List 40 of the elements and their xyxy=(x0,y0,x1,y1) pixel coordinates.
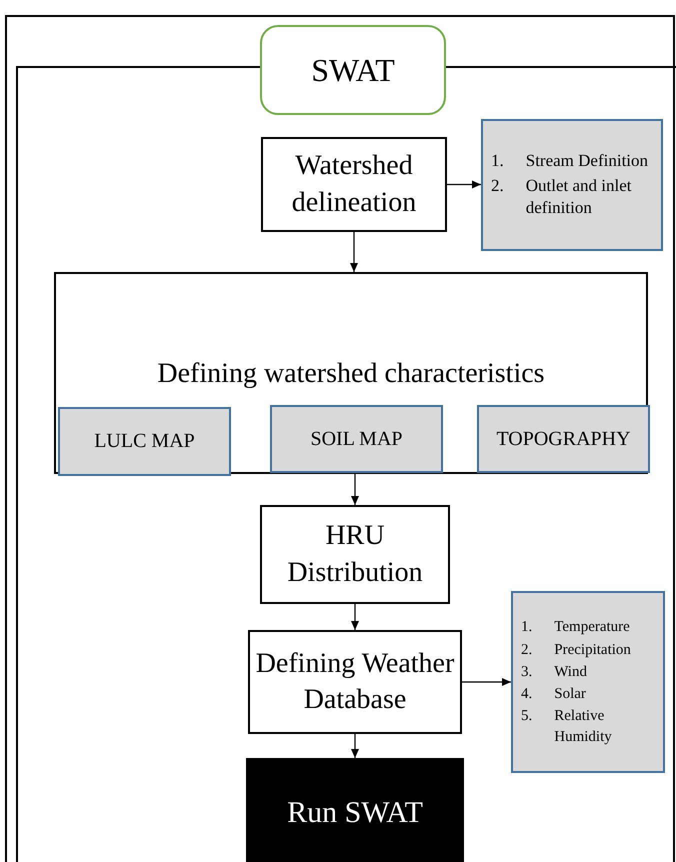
list-item: Wind xyxy=(554,662,588,682)
input-box xyxy=(477,405,650,473)
arrow xyxy=(462,678,511,686)
node-label: Watershed delineation xyxy=(290,149,418,220)
node-label: SWAT xyxy=(311,52,395,88)
node-label: Defining watershed characteristics xyxy=(157,358,545,390)
list-number: 5. xyxy=(521,707,532,726)
node-label: LULC MAP xyxy=(94,430,195,453)
arrow xyxy=(351,604,359,630)
note-box xyxy=(511,591,665,773)
process-box xyxy=(261,137,447,232)
note-box xyxy=(481,119,663,251)
list-item: Precipitation xyxy=(554,640,632,660)
list-number: 2. xyxy=(521,640,532,660)
list-number: 2. xyxy=(491,174,504,197)
input-box xyxy=(58,407,231,476)
node-label: TOPOGRAPHY xyxy=(496,428,631,450)
process-box xyxy=(248,630,462,734)
arrow xyxy=(350,232,358,272)
input-box xyxy=(270,405,443,473)
group-box xyxy=(54,272,648,474)
list-item: Outlet and inlet definition xyxy=(526,174,633,220)
arrow xyxy=(351,474,359,505)
node-label: HRU Distribution xyxy=(286,519,424,590)
list-item: Stream Definition xyxy=(526,150,650,172)
process-box xyxy=(260,505,450,604)
node-label: Defining Weather Database xyxy=(254,646,456,717)
list-number: 3. xyxy=(521,662,532,682)
title-box xyxy=(260,25,446,115)
list-number: 1. xyxy=(521,618,532,638)
arrow xyxy=(351,734,359,758)
arrow xyxy=(447,180,481,188)
list-number: 1. xyxy=(491,150,504,172)
terminal-box xyxy=(246,758,464,862)
list-number: 4. xyxy=(521,685,532,704)
list-item: Relative Humidity xyxy=(554,707,613,746)
node-label: SOIL MAP xyxy=(310,428,403,450)
list-item: Temperature xyxy=(554,618,631,638)
node-label: Run SWAT xyxy=(287,796,423,830)
list-item: Solar xyxy=(554,685,587,704)
